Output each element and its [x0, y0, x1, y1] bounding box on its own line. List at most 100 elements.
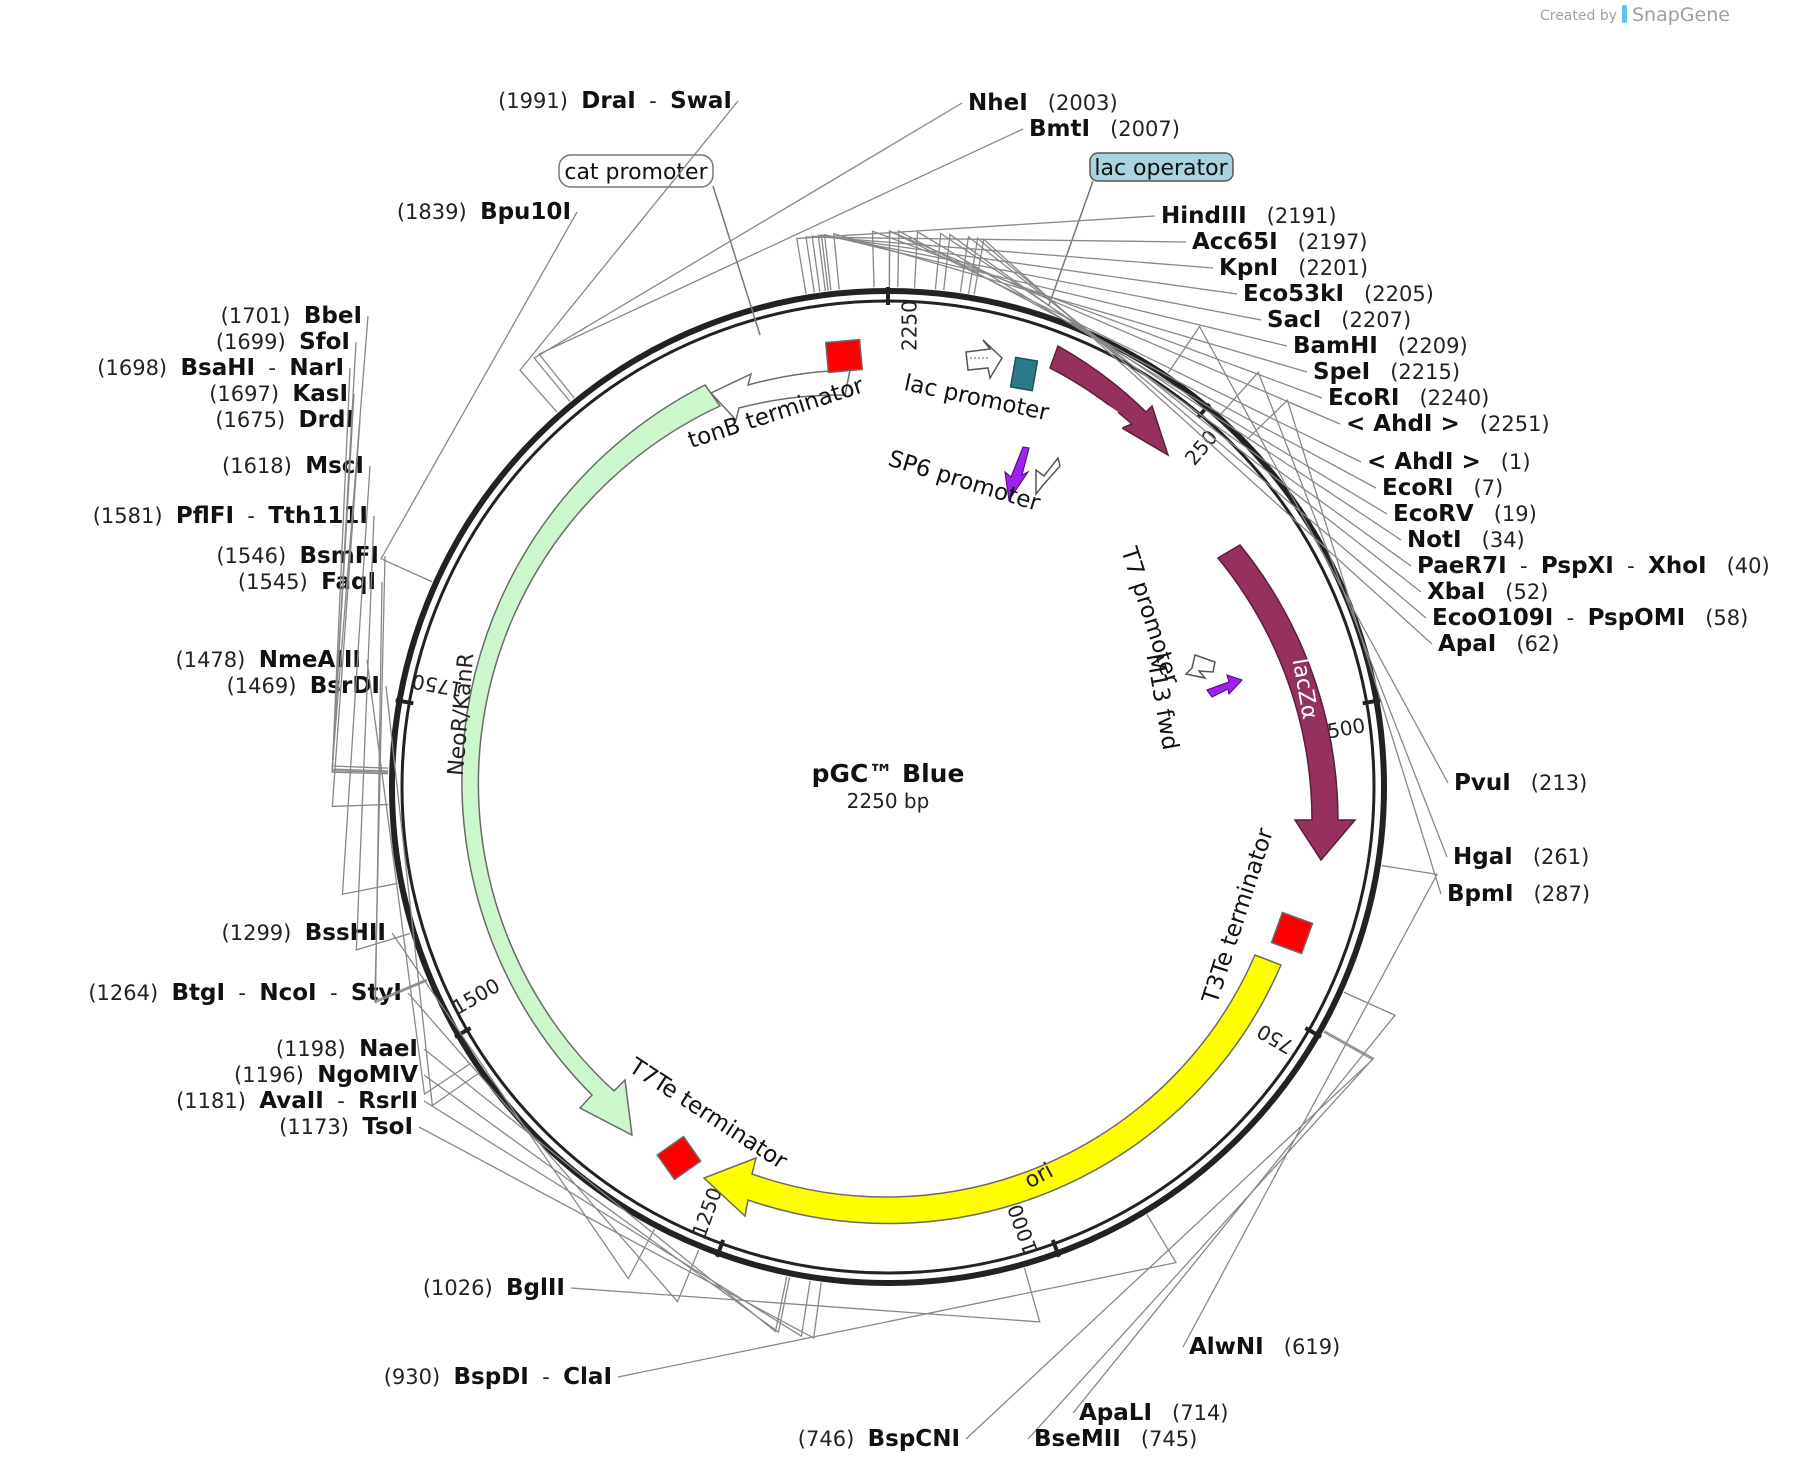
restriction-site[interactable]: (1469) BsrDI [227, 673, 479, 1107]
restriction-site[interactable]: < AhdI > (1) [888, 229, 1531, 475]
restriction-site[interactable]: EcoRV (19) [913, 230, 1537, 527]
restriction-site[interactable]: (1698) BsaHI - NarI [97, 355, 389, 773]
restriction-site[interactable]: (1701) BbeI [221, 303, 389, 769]
tick-label: 500 [1325, 713, 1367, 743]
separator: - [1614, 554, 1648, 578]
feature-t7te[interactable]: T7Te terminator [623, 1053, 792, 1181]
restriction-site[interactable]: XbaI (52) [959, 235, 1548, 605]
restriction-site[interactable]: (746) BspCNI [798, 1031, 1374, 1452]
restriction-site[interactable]: BseMII (745) [1027, 1030, 1375, 1452]
restriction-site[interactable]: (1991) DraI - SwaI [498, 88, 739, 413]
restriction-site[interactable]: (1181) AvaII - RsrII [176, 1088, 811, 1338]
site-leader-line [823, 233, 1288, 347]
restriction-site[interactable]: (1545) FaqI [238, 569, 428, 1004]
enzyme-name: ApaI [1438, 631, 1496, 657]
site-label: (1198) NaeI [276, 1036, 418, 1062]
restriction-site[interactable]: (1478) NmeAIII [176, 647, 472, 1096]
site-label: < AhdI > (1) [1367, 449, 1531, 475]
restriction-site[interactable]: SacI (2207) [820, 234, 1411, 333]
restriction-site[interactable]: ApaLI (714) [1072, 991, 1397, 1426]
restriction-site[interactable]: (930) BspDI - ClaI [384, 1214, 1178, 1390]
enzyme-name: BtgI [172, 980, 226, 1006]
restriction-site[interactable]: HindIII (2191) [796, 203, 1337, 294]
restriction-site[interactable]: BamHI (2209) [823, 233, 1468, 359]
enzyme-name: DraI [581, 88, 636, 114]
site-label: EcoRI (7) [1382, 475, 1503, 501]
lac-operator-box [1009, 356, 1039, 392]
site-label: SpeI (2215) [1313, 359, 1460, 385]
restriction-site[interactable]: EcoRI (2240) [871, 230, 1489, 411]
restriction-site[interactable]: (1675) DrdI [215, 407, 389, 808]
site-leader-line [965, 1031, 1374, 1440]
tonb-arrow [709, 369, 851, 422]
enzyme-name: Eco53kI [1243, 281, 1344, 307]
plasmid-name: pGC™ Blue [812, 759, 965, 788]
restriction-site[interactable]: (1699) SfoI [216, 329, 389, 772]
restriction-site[interactable]: ApaI (62) [973, 238, 1559, 657]
enzyme-name: NgoMIV [317, 1062, 418, 1088]
enzyme-name: ClaI [563, 1364, 612, 1390]
enzyme-name: EcoRI [1382, 475, 1453, 501]
site-leader-line [391, 932, 656, 1280]
site-position: (2197) [1278, 230, 1368, 254]
site-leader-line [833, 232, 1308, 373]
site-leader-line [1027, 1030, 1375, 1440]
restriction-site[interactable]: SpeI (2215) [833, 232, 1460, 385]
feature-lacz-top[interactable]: lacZα [1049, 344, 1170, 457]
restriction-site[interactable]: (1198) NaeI [276, 1036, 788, 1333]
site-position: (1839) [397, 200, 480, 224]
restriction-site[interactable]: EcoRI (7) [897, 230, 1503, 501]
restriction-site[interactable]: (1264) BtgI - NcoI - StyI [88, 980, 700, 1303]
restriction-site[interactable]: (1196) NgoMIV [234, 1062, 791, 1334]
site-leader-line [331, 419, 389, 808]
site-position: (1697) [209, 382, 292, 406]
restriction-site[interactable]: BpmI (287) [1246, 399, 1590, 907]
restriction-site[interactable]: Acc65I (2197) [805, 229, 1368, 293]
enzyme-name: PflFI [176, 503, 234, 529]
feature-lac-operator[interactable]: lac operator [1009, 152, 1234, 392]
site-position: (1618) [222, 454, 305, 478]
feature-ori[interactable]: ori [702, 954, 1282, 1225]
restriction-site[interactable]: KpnI (2201) [811, 235, 1368, 292]
tick-label: 1500 [448, 973, 504, 1019]
feature-m13-fwd[interactable]: M13 fwd [1141, 652, 1244, 753]
restriction-site[interactable]: EcoO109I - PspOMI (58) [967, 237, 1749, 631]
restriction-site[interactable]: NotI (34) [934, 232, 1525, 553]
site-label: BmtI (2007) [1029, 116, 1180, 142]
site-position: (2215) [1370, 360, 1460, 384]
restriction-site[interactable]: (1697) KasI [209, 381, 389, 775]
restriction-site[interactable]: BmtI (2007) [537, 116, 1180, 399]
site-leader-line [407, 992, 700, 1303]
site-label: EcoO109I - PspOMI (58) [1432, 605, 1748, 631]
site-label: (1299) BssHII [222, 920, 386, 946]
restriction-site[interactable]: (1299) BssHII [222, 920, 656, 1280]
restriction-site[interactable]: (1839) Bpu10I [380, 199, 578, 583]
restriction-site[interactable]: Eco53kI (2205) [817, 234, 1434, 307]
enzyme-name: MscI [305, 453, 364, 479]
site-leader-line [1167, 325, 1449, 784]
snapgene-credit[interactable]: Created by SnapGene [1540, 4, 1730, 26]
sp6-primer-arrow [1004, 446, 1030, 502]
site-position: (40) [1707, 554, 1770, 578]
restriction-site[interactable]: NheI (2003) [533, 90, 1118, 402]
restriction-site[interactable]: (1026) BglII [423, 1267, 1041, 1323]
site-leader-line [817, 234, 1238, 295]
enzyme-name: XhoI [1648, 553, 1706, 579]
enzyme-name: BsaHI [180, 355, 255, 381]
restriction-site[interactable]: PvuI (213) [1167, 325, 1587, 796]
restriction-site[interactable]: (1618) MscI [222, 453, 398, 896]
restriction-site[interactable]: (1581) PflFI - Tth111I [93, 503, 411, 951]
site-position: (930) [384, 1365, 454, 1389]
feature-cat-promoter[interactable]: cat promoter [558, 154, 761, 336]
enzyme-name: < AhdI > [1367, 449, 1481, 475]
restriction-site[interactable]: (1173) TsoI [279, 1114, 822, 1340]
lac-operator-leader [1048, 180, 1094, 306]
site-label: PvuI (213) [1454, 770, 1587, 796]
restriction-site[interactable]: HgaI (261) [1220, 371, 1589, 870]
tick-mark [1362, 698, 1381, 706]
feature-sp6-promoter[interactable]: SP6 promoter [885, 446, 1061, 517]
restriction-site[interactable]: (1546) BsmFI [216, 543, 427, 1003]
restriction-site[interactable]: AlwNI (619) [1182, 864, 1439, 1360]
restriction-site[interactable]: PaeR7I - PspXI - XhoI (40) [943, 233, 1770, 579]
